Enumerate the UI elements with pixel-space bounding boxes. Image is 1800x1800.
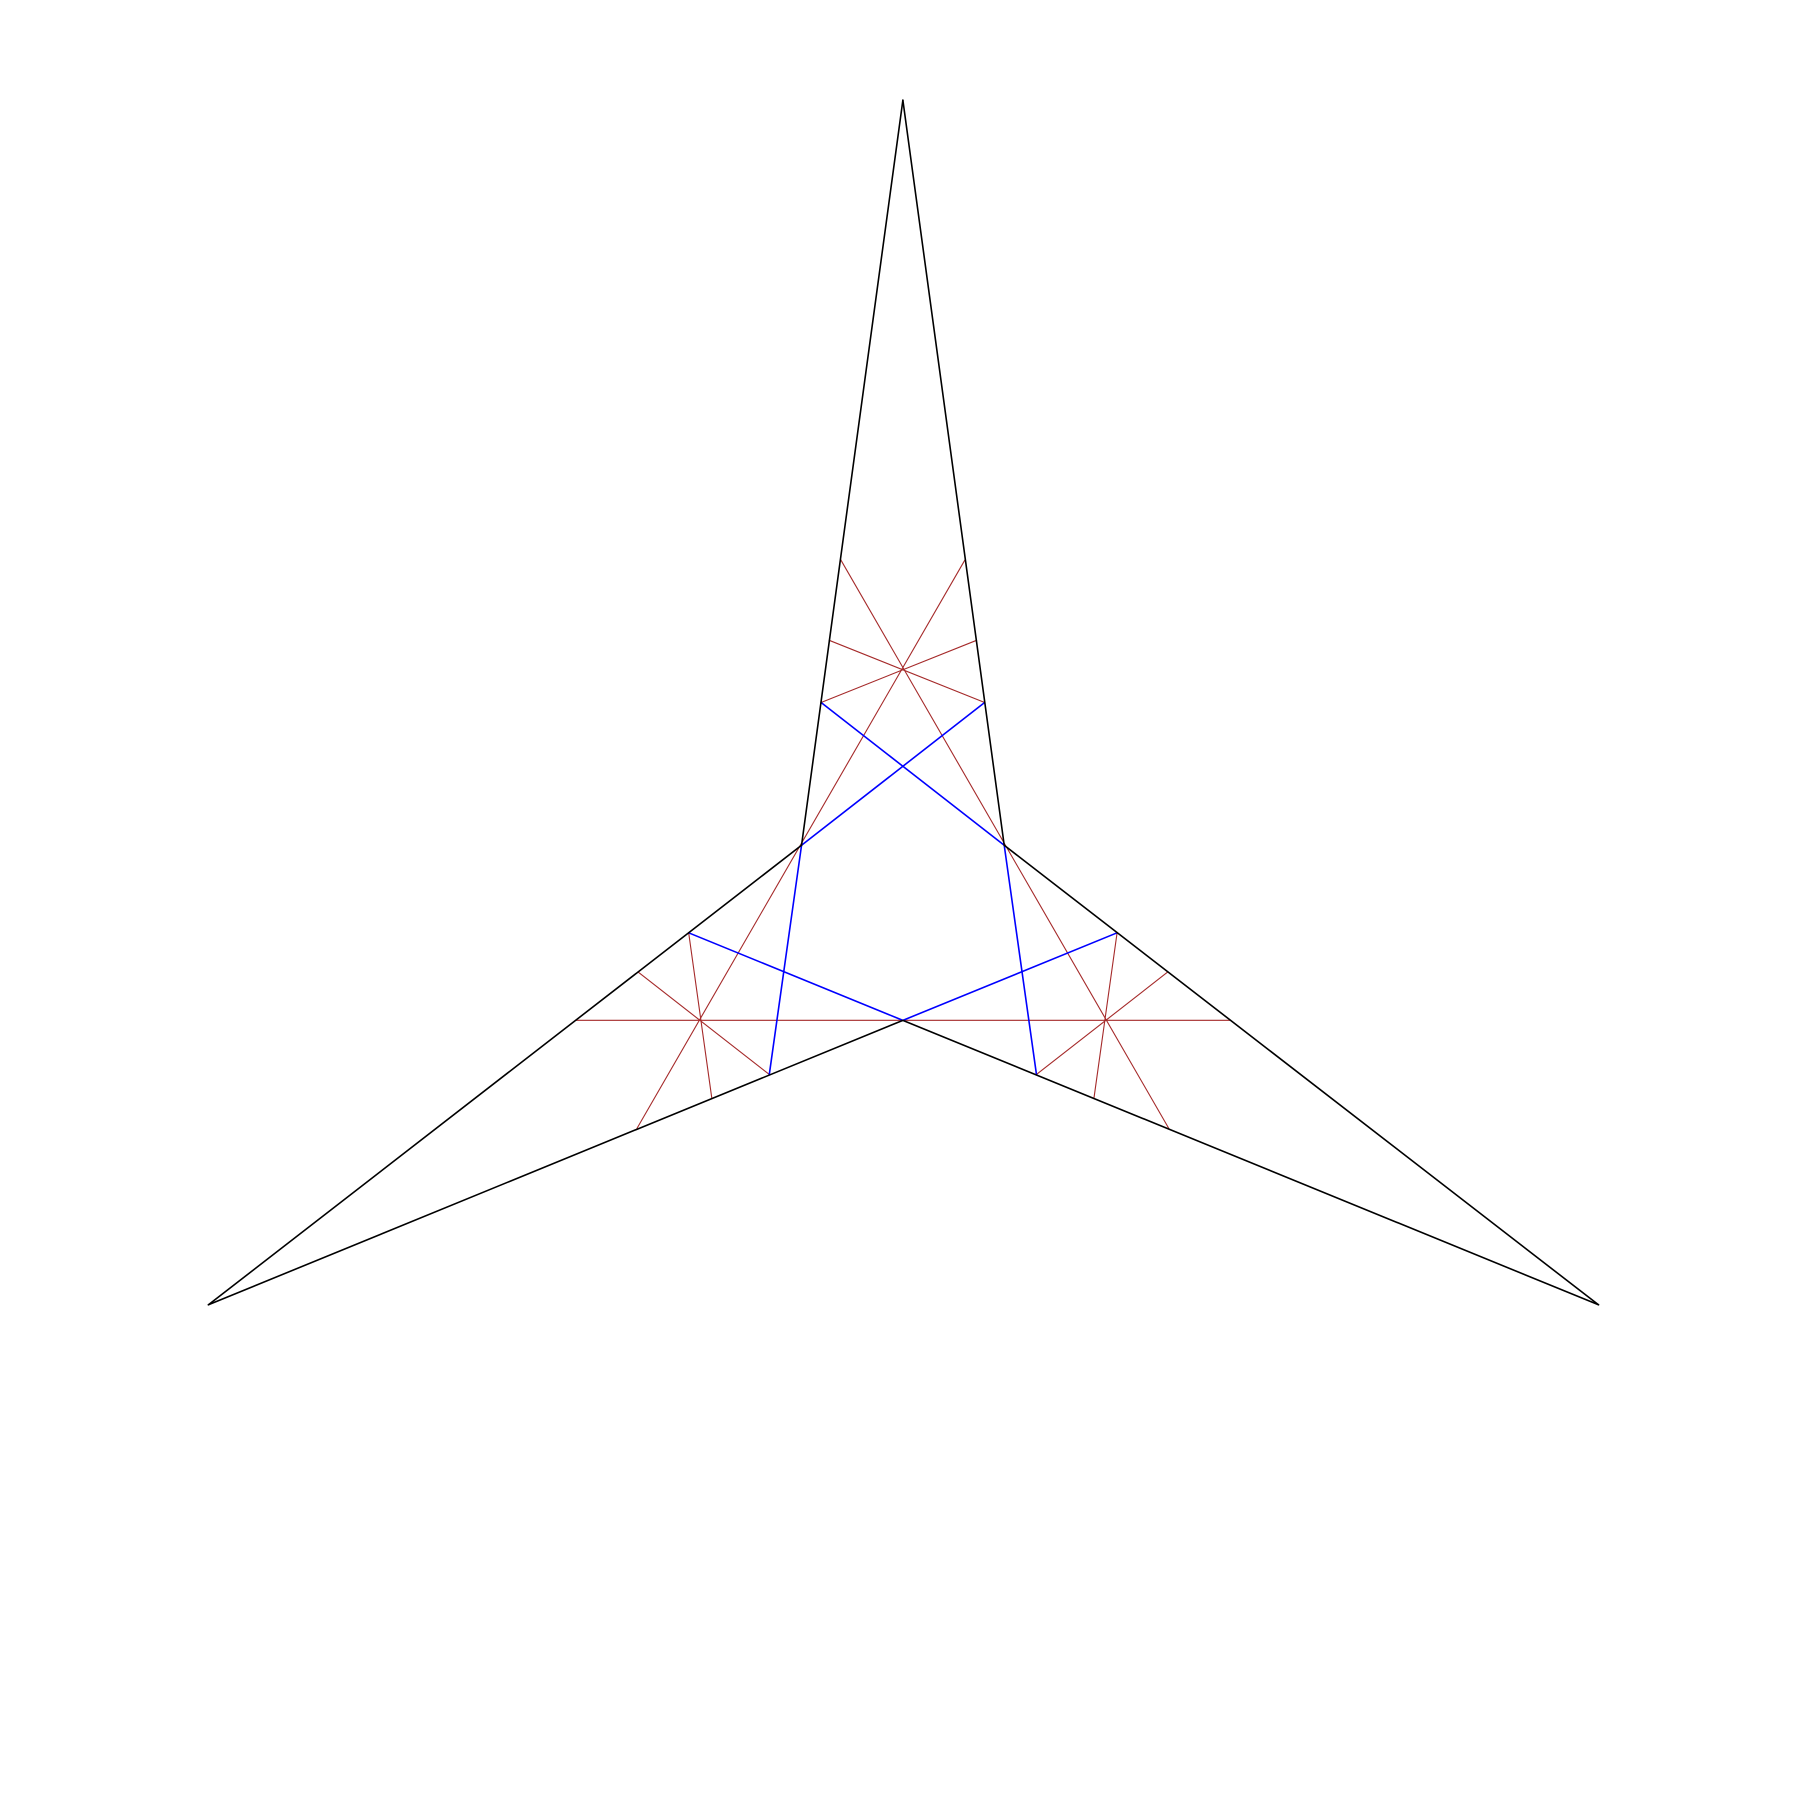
star-outline-edge bbox=[207, 844, 803, 1306]
star-outline-edge bbox=[1003, 844, 1600, 1306]
construction-ray bbox=[637, 971, 770, 1076]
inner-blue-line bbox=[768, 844, 803, 1076]
inner-blue-line bbox=[820, 701, 1006, 847]
star-outline-edge bbox=[902, 99, 1006, 847]
construction-ray bbox=[1093, 932, 1118, 1099]
construction-ray bbox=[688, 932, 713, 1099]
construction-ray bbox=[820, 639, 978, 704]
inner-blue-line bbox=[687, 932, 904, 1022]
star-outline-edge bbox=[207, 1019, 904, 1306]
inner-blue-line bbox=[902, 932, 1118, 1022]
star-outline-edge bbox=[902, 1019, 1600, 1306]
star-outline-group bbox=[207, 99, 1600, 1306]
inner-blue-line bbox=[1003, 844, 1038, 1076]
inner-blue-lines-group bbox=[687, 701, 1118, 1076]
construction-ray bbox=[828, 639, 986, 704]
construction-ray bbox=[1035, 971, 1169, 1076]
star-outline-edge bbox=[800, 99, 904, 847]
inner-blue-line bbox=[800, 701, 986, 847]
